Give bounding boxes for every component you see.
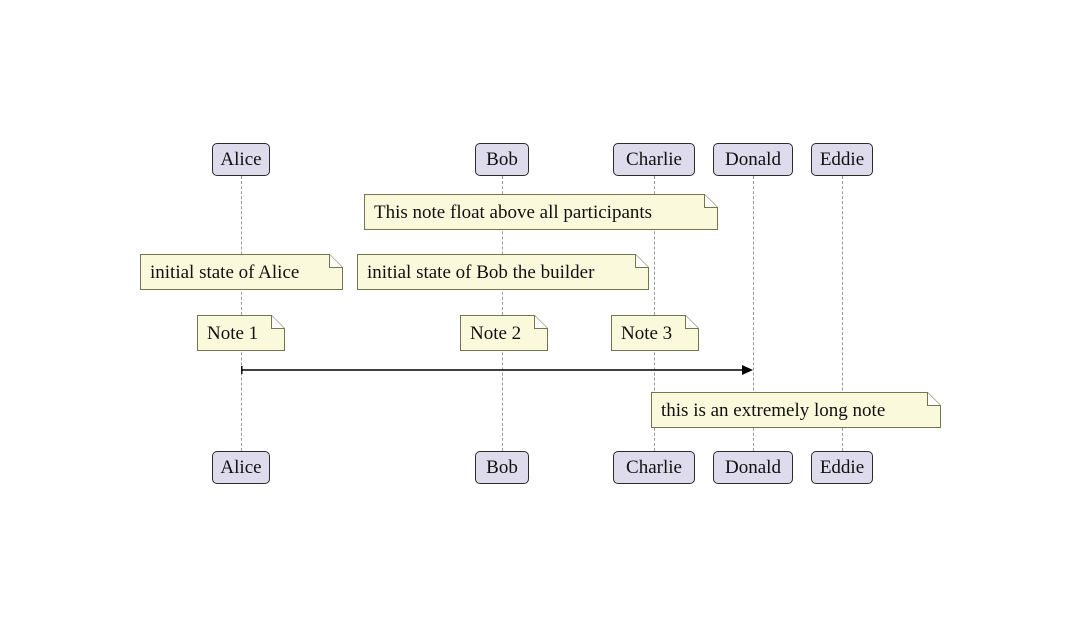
participant-eddie-top[interactable]: Eddie (811, 143, 873, 176)
note-extremely-long[interactable]: this is an extremely long note (651, 392, 941, 428)
lifeline-charlie (654, 176, 655, 451)
note-body (611, 315, 699, 351)
participant-label: Eddie (819, 149, 865, 170)
message-arrowhead (742, 365, 753, 375)
participant-label: Bob (486, 457, 518, 478)
participant-label: Donald (725, 457, 781, 478)
note-text: Note 2 (470, 322, 522, 344)
participant-label: Bob (486, 149, 518, 170)
note-text: this is an extremely long note (661, 399, 886, 421)
note-fold-corner (685, 315, 699, 329)
participant-bob-bottom[interactable]: Bob (475, 451, 529, 484)
participant-bob-top[interactable]: Bob (475, 143, 529, 176)
note-fold-corner (271, 315, 285, 329)
note-shape (460, 315, 548, 351)
participant-donald-bottom[interactable]: Donald (713, 451, 793, 484)
note-body (357, 254, 649, 290)
note-shape (357, 254, 649, 290)
participant-label: Eddie (819, 457, 865, 478)
note-text: Note 3 (621, 322, 673, 344)
participant-charlie-bottom[interactable]: Charlie (613, 451, 695, 484)
note-body (460, 315, 548, 351)
note-body (364, 194, 718, 230)
note-text: initial state of Bob the builder (367, 261, 595, 283)
participant-label: Alice (220, 457, 262, 478)
note-fold-corner (704, 194, 718, 208)
note-text: This note float above all participants (374, 201, 653, 223)
note-body (197, 315, 285, 351)
participant-alice-top[interactable]: Alice (212, 143, 270, 176)
note-initial-bob[interactable]: initial state of Bob the builder (357, 254, 649, 290)
note-text: initial state of Alice (150, 261, 300, 283)
message-alice-to-donald[interactable] (241, 358, 753, 382)
note-2[interactable]: Note 2 (460, 315, 548, 351)
lifeline-donald (753, 176, 754, 451)
note-body (140, 254, 343, 290)
lifeline-eddie (842, 176, 843, 451)
note-float-above[interactable]: This note float above all participants (364, 194, 718, 230)
note-shape (197, 315, 285, 351)
note-shape (651, 392, 941, 428)
note-body (651, 392, 941, 428)
note-fold-corner (534, 315, 548, 329)
lifeline-bob (502, 176, 503, 451)
note-1[interactable]: Note 1 (197, 315, 285, 351)
note-shape (140, 254, 343, 290)
lifeline-alice (241, 176, 242, 451)
note-text: Note 1 (207, 322, 259, 344)
participant-eddie-bottom[interactable]: Eddie (811, 451, 873, 484)
participant-label: Donald (725, 149, 781, 170)
participant-label: Charlie (626, 149, 682, 170)
participant-donald-top[interactable]: Donald (713, 143, 793, 176)
participant-label: Charlie (626, 457, 682, 478)
note-shape (611, 315, 699, 351)
note-initial-alice[interactable]: initial state of Alice (140, 254, 343, 290)
note-3[interactable]: Note 3 (611, 315, 699, 351)
participant-alice-bottom[interactable]: Alice (212, 451, 270, 484)
note-shape (364, 194, 718, 230)
note-fold-corner (927, 392, 941, 406)
participant-label: Alice (220, 149, 262, 170)
note-fold-corner (635, 254, 649, 268)
note-fold-corner (329, 254, 343, 268)
participant-charlie-top[interactable]: Charlie (613, 143, 695, 176)
